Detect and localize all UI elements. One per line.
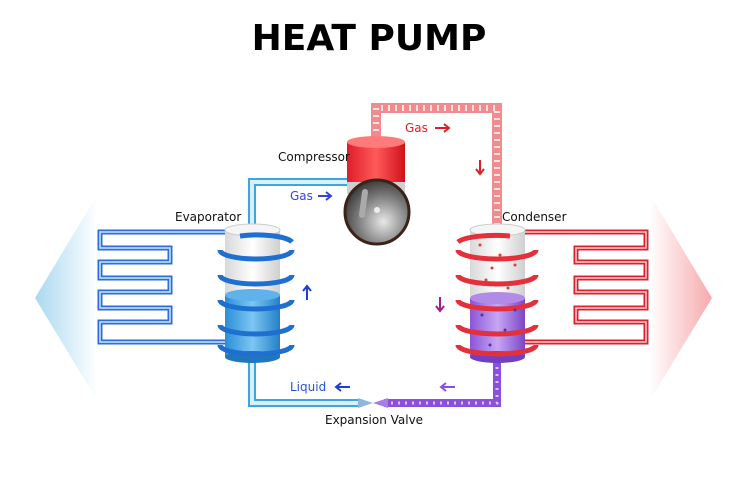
page-title: HEAT PUMP: [252, 18, 487, 59]
evaporator-label: Evaporator: [175, 210, 241, 224]
condenser-label: Condenser: [502, 210, 567, 224]
cold-air-arrow: [35, 195, 97, 400]
arrow-left-icon: [334, 382, 350, 392]
evaporator-spiral: [217, 232, 295, 357]
condenser-liquid-particles: [480, 308, 517, 347]
condenser-spiral: [455, 232, 539, 357]
mixed-liquid-pipe: [384, 358, 501, 407]
arrow-down-icon: [475, 160, 485, 176]
hot-air-arrow: [650, 195, 712, 400]
condenser-particles: [478, 243, 517, 290]
cold-gas-label: Gas: [290, 189, 313, 203]
compressor-label: Compressor: [278, 150, 350, 164]
arrow-right-icon: [435, 123, 451, 133]
arrow-down-icon: [435, 297, 445, 313]
arrow-up-icon: [302, 284, 312, 300]
liquid-label: Liquid: [290, 380, 326, 394]
expansion-valve-label: Expansion Valve: [325, 413, 423, 427]
evaporator-cylinder: [224, 223, 281, 363]
arrow-right-icon: [318, 191, 333, 201]
hot-gas-label: Gas: [405, 121, 428, 135]
compressor: [343, 136, 411, 246]
expansion-valve: [358, 398, 373, 408]
arrow-left-icon: [439, 382, 455, 392]
condenser-cylinder: [469, 223, 526, 363]
